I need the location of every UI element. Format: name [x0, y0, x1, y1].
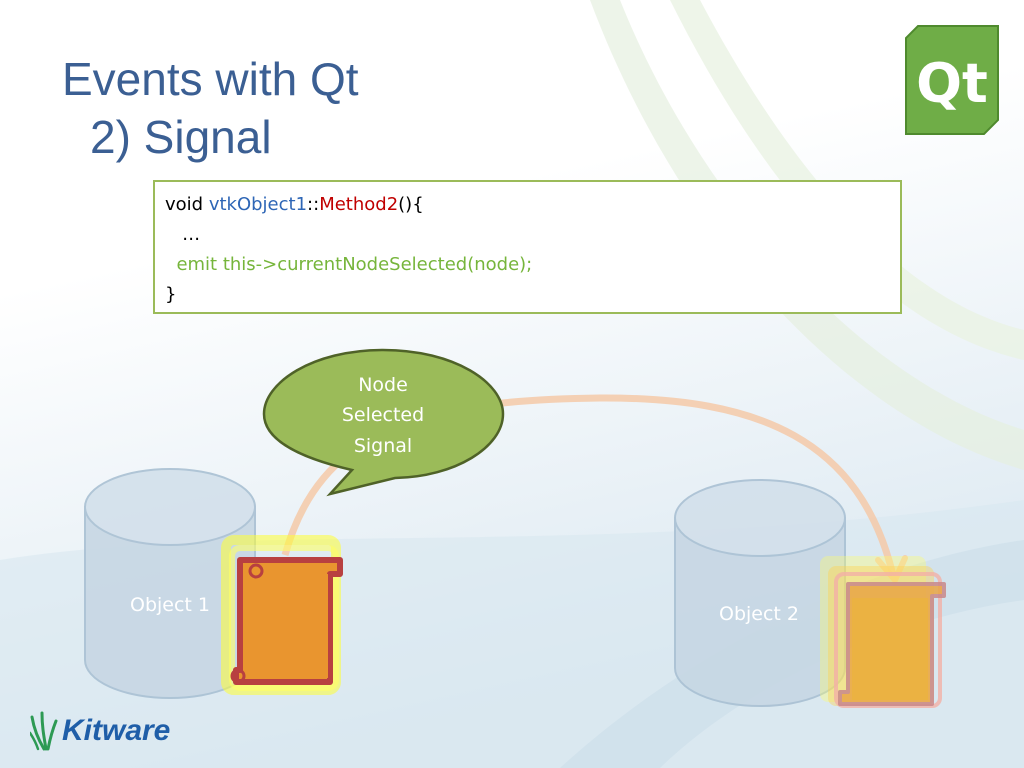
- object2-label: Object 2: [719, 603, 799, 625]
- code-keyword: void: [165, 194, 209, 215]
- code-line-1: void vtkObject1::Method2(){: [165, 190, 890, 220]
- code-method-name: Method2: [319, 194, 399, 215]
- object1-cylinder: [84, 468, 256, 699]
- arrow-head: [875, 555, 908, 583]
- code-line-2: …: [165, 224, 201, 245]
- bubble-line-2: Selected: [342, 404, 424, 426]
- code-line-3: emit this->currentNodeSelected(node);: [165, 254, 533, 275]
- code-tail: (){: [398, 194, 424, 215]
- qt-logo-text: Qt: [916, 52, 988, 115]
- qt-logo: Qt: [905, 25, 999, 135]
- object1-label: Object 1: [130, 594, 210, 616]
- signal-scroll-object1: [221, 535, 343, 695]
- code-line-4: }: [165, 284, 177, 305]
- signal-bubble: Node Selected Signal: [262, 348, 505, 497]
- slide-title: Events with Qt 2) Signal: [62, 50, 359, 166]
- bubble-line-3: Signal: [354, 435, 412, 457]
- code-box: void vtkObject1::Method2(){ … emit this-…: [153, 180, 902, 314]
- code-class-name: vtkObject1: [208, 194, 308, 215]
- title-line-1: Events with Qt: [62, 53, 359, 105]
- object2-cylinder: [674, 479, 846, 707]
- signal-scroll-object2: [820, 556, 946, 708]
- kitware-logo: Kitware: [30, 708, 170, 754]
- bubble-line-1: Node: [358, 374, 408, 396]
- title-line-2: 2) Signal: [90, 111, 272, 163]
- kitware-logo-text: Kitware: [62, 714, 171, 747]
- code-scope: ::: [307, 194, 320, 215]
- kitware-leaf-icon: [30, 711, 58, 751]
